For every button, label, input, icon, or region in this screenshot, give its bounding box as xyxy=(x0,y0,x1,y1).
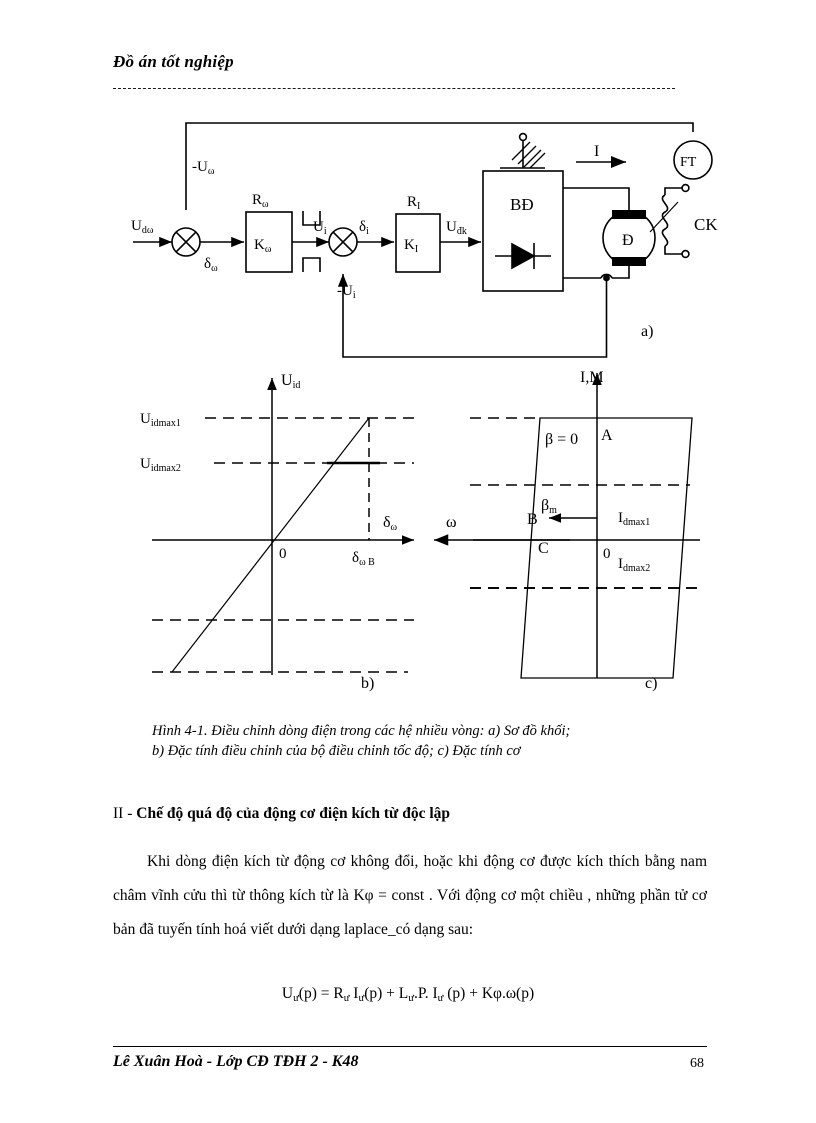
chart-c-characteristic-envelope xyxy=(520,417,693,679)
figure-caption-line-1: Hình 4-1. Điều chỉnh dòng điện trong các… xyxy=(152,723,571,739)
speed-feedback-wire xyxy=(185,122,694,210)
chart-c-point-b-label: B xyxy=(527,511,538,528)
motor-brush-bottom xyxy=(612,257,646,266)
hatching xyxy=(511,141,546,169)
section-heading-text: Chế độ quá độ của động cơ điện kích từ đ… xyxy=(136,805,450,822)
chart-b-level-1-label: Uidmax1 xyxy=(140,411,181,429)
ck-terminal-top xyxy=(681,183,690,193)
summing-junction-current-cross xyxy=(332,231,354,253)
chart-c-point-c-label: C xyxy=(538,540,549,557)
label-speed-controller: Rω xyxy=(252,192,269,210)
summing-junction-current xyxy=(328,227,358,257)
label-reference-input: Udω xyxy=(131,218,154,236)
chart-b-origin-label: 0 xyxy=(279,546,287,562)
label-current: I xyxy=(594,143,599,160)
chart-c-group xyxy=(470,373,700,679)
body-paragraph: Khi dòng điện kích từ động cơ không đổi,… xyxy=(113,845,707,947)
label-current-controller: RI xyxy=(407,194,420,212)
footer-divider xyxy=(113,1046,707,1047)
label-speed-feedback: -Uω xyxy=(192,159,215,177)
wire-crossing-hump xyxy=(600,273,613,279)
diode-triangle xyxy=(511,242,536,270)
label-current-error: δi xyxy=(359,219,369,237)
label-field-winding: CK xyxy=(694,215,718,234)
limiter-upper-symbol xyxy=(302,211,321,226)
label-tachometer: FT xyxy=(680,155,697,170)
label-part-c: c) xyxy=(645,675,657,692)
chart-c-point-a-label: A xyxy=(601,427,613,444)
motor-brush-top xyxy=(612,210,646,219)
label-speed-error: δω xyxy=(204,256,218,274)
label-part-a: a) xyxy=(641,323,653,340)
chart-c-origin-label: 0 xyxy=(603,546,611,562)
footer-author: Lê Xuân Hoà - Lớp CĐ TĐH 2 - K48 xyxy=(113,1053,359,1070)
chart-b-y-axis-label: Uid xyxy=(281,372,300,391)
chart-b-x-axis-label: δω xyxy=(383,514,398,533)
chart-b-level-2-label: Uidmax2 xyxy=(140,456,181,474)
chart-b-labels: Uid Uidmax1 Uidmax2 0 δω B δω ω b) xyxy=(140,372,457,692)
page-header-title: Đồ án tốt nghiệp xyxy=(113,52,234,71)
wire-node-to-motor-bottom xyxy=(612,265,630,279)
chart-b-knee-label: δω B xyxy=(352,550,375,568)
label-current-controller-gain: KI xyxy=(404,237,418,255)
section-numeral: II - xyxy=(113,805,137,822)
chart-c-beta-m-label: βm xyxy=(541,497,557,516)
figure-4-1: Udω -Uω δω Rω Kω Ui δi RI KI Uđk BĐ I Đ … xyxy=(0,110,816,710)
footer-page-number: 68 xyxy=(690,1056,704,1071)
current-controller-block xyxy=(395,213,441,273)
chart-c-omega-axis-label: ω xyxy=(446,514,457,531)
block-diagram-group xyxy=(133,122,713,358)
header-divider xyxy=(113,88,675,89)
ck-coil xyxy=(661,194,669,247)
chart-c-level-2-label: Idmax2 xyxy=(618,556,650,574)
equation-armature-voltage: Uư(p) = Rư Iư(p) + Lư.P. Iư (p) + Kφ.ω(p… xyxy=(281,985,535,1004)
speed-controller-block xyxy=(245,211,293,273)
ck-lead-top xyxy=(664,187,682,195)
label-part-b: b) xyxy=(361,675,374,692)
summing-junction-speed xyxy=(171,227,201,257)
converter-ground-node xyxy=(518,132,528,142)
ck-terminal-bottom xyxy=(681,249,690,259)
motor-shaft xyxy=(649,201,679,233)
label-limiter-output: Ui xyxy=(313,219,327,237)
limiter-lower-symbol xyxy=(302,257,321,272)
wire-converter-to-motor-top xyxy=(563,187,630,211)
ck-lead-bottom xyxy=(664,246,682,255)
label-motor: Đ xyxy=(622,232,634,249)
label-current-feedback: -Ui xyxy=(337,283,356,301)
summing-junction-speed-cross xyxy=(175,231,197,253)
label-converter-input: Uđk xyxy=(446,219,467,237)
figure-caption: Hình 4-1. Điều chỉnh dòng điện trong các… xyxy=(152,722,712,761)
chart-c-y-axis-label: I,M xyxy=(580,369,604,386)
chart-c-level-1-label: Idmax1 xyxy=(618,510,650,528)
label-speed-controller-gain: Kω xyxy=(254,237,272,255)
chart-c-beta-zero-label: β = 0 xyxy=(545,431,578,448)
current-feedback-wire xyxy=(337,274,608,358)
paragraph-text: Khi dòng điện kích từ động cơ không đổi,… xyxy=(113,853,707,938)
tachometer-body xyxy=(673,140,713,180)
converter-block xyxy=(482,170,564,292)
chart-b-group xyxy=(152,378,570,675)
current-sense-node xyxy=(603,274,610,282)
chart-b-characteristic-line xyxy=(171,417,370,673)
figure-caption-line-2: b) Đặc tính điều chỉnh của bộ điều chỉnh… xyxy=(152,742,521,759)
section-heading: II - Chế độ quá độ của động cơ điện kích… xyxy=(113,805,450,823)
label-converter: BĐ xyxy=(510,195,534,214)
